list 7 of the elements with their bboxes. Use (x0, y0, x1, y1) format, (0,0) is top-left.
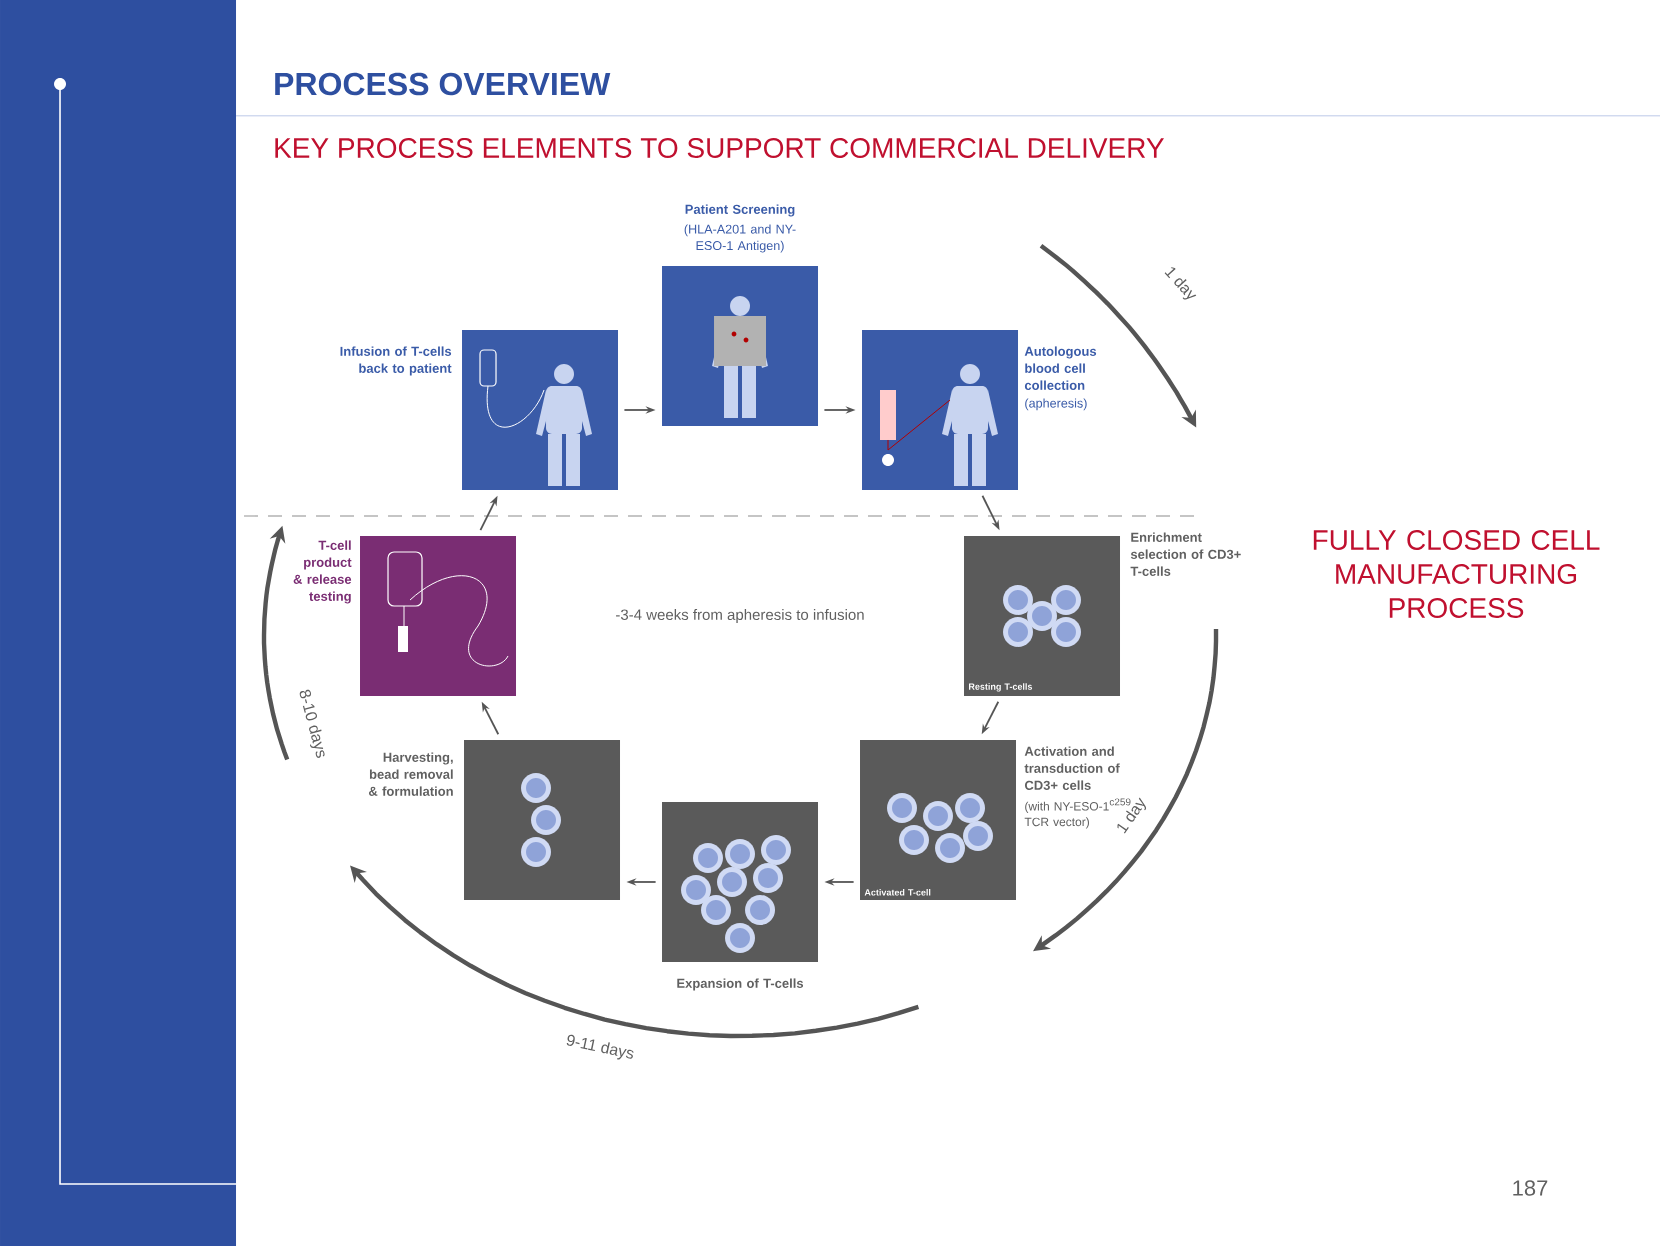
duration-label: 9-11 days (566, 1034, 634, 1060)
duration-label: 1 day (1164, 267, 1197, 300)
page-number: 187 (1513, 1180, 1548, 1196)
title: PROCESS OVERVIEW (275, 72, 611, 96)
subtitle: KEY PROCESS ELEMENTS TO SUPPORT COMMERCIAL DELIVERY (275, 138, 1164, 158)
side-heading: FULLY CLOSED CELL MANUFACTURING PROCESS (1313, 530, 1600, 618)
duration-label: 8-10 days (299, 689, 325, 758)
